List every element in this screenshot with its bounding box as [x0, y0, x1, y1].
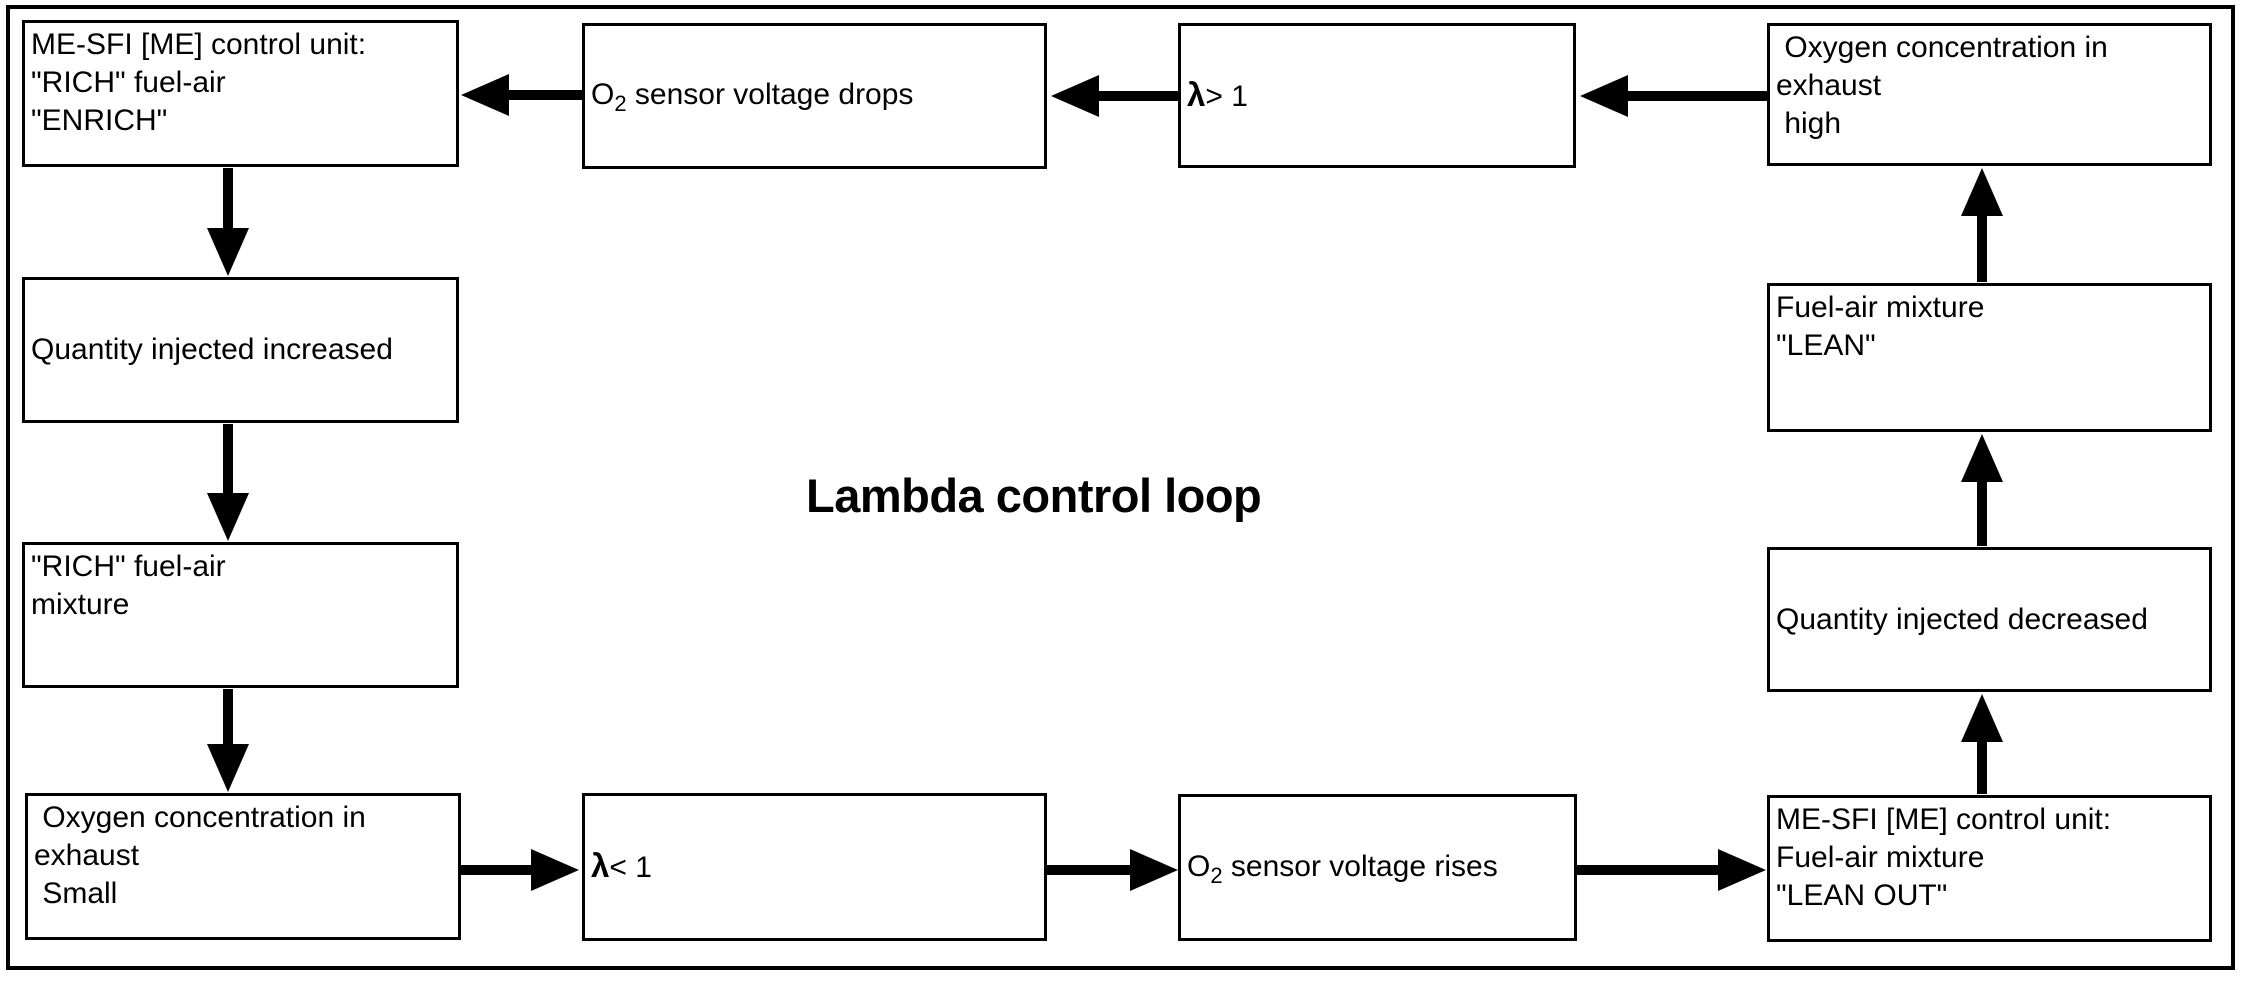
arrow-head-icon — [1718, 849, 1766, 891]
node-rich-fuel-air-mixture: "RICH" fuel-air mixture — [22, 542, 459, 688]
node-text-line: mixture — [31, 588, 130, 621]
node-text-line: "RICH" fuel-air — [31, 66, 226, 99]
arrow-head-icon — [207, 228, 249, 276]
arrow-up-qtydecreased-to-fuelairlean — [1961, 434, 2003, 546]
arrow-down-richmixture-to-o2small — [207, 689, 249, 792]
node-o2-sensor-voltage-rises: O2 sensor voltage rises — [1178, 794, 1577, 941]
node-text-line: O2 sensor voltage rises — [1187, 849, 1498, 888]
node-text-line: ME-SFI [ME] control unit: — [1776, 803, 2112, 836]
lambda-symbol: λ — [1187, 75, 1206, 113]
arrow-right-lambdalt-to-o2rises — [1047, 849, 1178, 891]
subscript-2: 2 — [614, 91, 627, 116]
arrow-head-icon — [1961, 694, 2003, 742]
node-text-line: "LEAN" — [1776, 329, 1876, 362]
arrow-head-icon — [1580, 75, 1628, 117]
arrow-up-mesfileanout-to-qtydecreased — [1961, 694, 2003, 794]
subscript-2: 2 — [1210, 862, 1223, 888]
arrow-head-icon — [207, 493, 249, 541]
node-text-line: ME-SFI [ME] control unit: — [31, 28, 367, 61]
node-text-line: high — [1776, 107, 1842, 140]
node-lambda-less-than-1: λ< 1 — [582, 793, 1047, 941]
arrow-right-o2small-to-lambdalt — [461, 849, 579, 891]
arrow-up-fuelairlean-to-oxygenhigh — [1961, 168, 2003, 282]
arrow-head-icon — [1130, 849, 1178, 891]
node-me-sfi-enrich: ME-SFI [ME] control unit: "RICH" fuel-ai… — [22, 20, 459, 167]
node-oxygen-concentration-high: Oxygen concentration in exhaust high — [1767, 23, 2212, 166]
node-text-line: "LEAN OUT" — [1776, 879, 1948, 912]
arrow-right-o2rises-to-mesfi-leanout — [1577, 849, 1766, 891]
arrow-down-qtyincreased-to-richmixture — [207, 424, 249, 541]
arrow-left-lambdagt-to-o2drops — [1051, 75, 1178, 117]
node-text-line: Oxygen concentration in — [34, 801, 366, 834]
arrow-head-icon — [207, 744, 249, 792]
node-quantity-injected-increased: Quantity injected increased — [22, 277, 459, 423]
node-text-line: λ> 1 — [1187, 75, 1248, 113]
node-text-line: exhaust — [34, 839, 140, 872]
node-text-line: Small — [34, 877, 118, 910]
arrow-head-icon — [1961, 434, 2003, 482]
node-oxygen-concentration-small: Oxygen concentration in exhaust Small — [25, 793, 461, 940]
node-text-line: λ< 1 — [591, 847, 652, 884]
node-text-line: Quantity injected increased — [31, 333, 393, 366]
arrow-head-icon — [531, 849, 579, 891]
node-fuel-air-mixture-lean: Fuel-air mixture "LEAN" — [1767, 283, 2212, 432]
node-text-line: "ENRICH" — [31, 104, 168, 137]
arrow-left-oxygenhigh-to-lambdagt — [1580, 75, 1767, 117]
node-text-line: Oxygen concentration in — [1776, 31, 2108, 64]
node-text-line: "RICH" fuel-air — [31, 550, 226, 583]
node-text-line: Fuel-air mixture — [1776, 841, 1985, 874]
node-me-sfi-lean-out: ME-SFI [ME] control unit: Fuel-air mixtu… — [1767, 795, 2212, 942]
diagram-title: Lambda control loop — [806, 469, 1262, 522]
node-text-line: O2 sensor voltage drops — [591, 78, 914, 116]
arrow-down-mesfi-to-qtyincreased — [207, 168, 249, 276]
diagram-border — [6, 5, 2235, 970]
node-text-line: Fuel-air mixture — [1776, 291, 1985, 324]
node-quantity-injected-decreased: Quantity injected decreased — [1767, 547, 2212, 692]
lambda-symbol: λ — [591, 847, 610, 884]
arrow-head-icon — [461, 74, 509, 116]
arrow-head-icon — [1961, 168, 2003, 216]
node-lambda-greater-than-1: λ> 1 — [1178, 23, 1576, 168]
node-text-line: Quantity injected decreased — [1776, 602, 2148, 636]
node-o2-sensor-voltage-drops: O2 sensor voltage drops — [582, 23, 1047, 169]
node-text-line: exhaust — [1776, 69, 1882, 102]
arrow-head-icon — [1051, 75, 1099, 117]
arrow-left-o2drops-to-mesfi-enrich — [461, 74, 582, 116]
